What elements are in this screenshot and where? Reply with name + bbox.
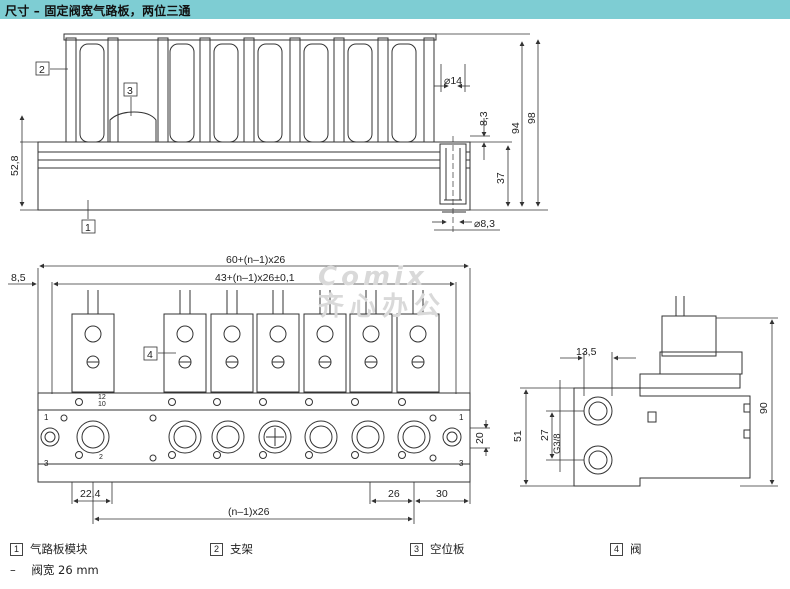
dim-diameter-14: ⌀14 (444, 75, 462, 87)
valve-station (71, 290, 115, 459)
side-view-dimensions (19, 33, 548, 231)
dim-height-98: 98 (526, 112, 538, 124)
dim-pitch-total: (n–1)x26 (228, 506, 270, 518)
valve-row (63, 33, 437, 143)
valve-station (256, 290, 300, 459)
callout-1: 1 (81, 219, 96, 234)
dim-height-52-8: 52,8 (9, 155, 21, 176)
valve-station (210, 290, 254, 459)
footnote: – 阀宽 26 mm (10, 562, 99, 578)
watermark: Comix 齐心办公 (318, 262, 446, 323)
legend-number-box: 4 (610, 542, 623, 556)
legend-label: 气路板模块 (30, 542, 88, 556)
coil-label-10: 10 (98, 401, 106, 408)
title-bar: 尺寸 – 固定阀宽气路板，两位三通 (0, 0, 790, 19)
top-view-dimensions (8, 263, 490, 524)
end-view (573, 296, 751, 487)
dim-height-94: 94 (510, 122, 522, 134)
dim-offset-8-5: 8,5 (11, 272, 26, 284)
valve-station (163, 290, 207, 459)
dim-diameter-8-3: ⌀8,3 (474, 218, 495, 230)
dim-height-27: 27 (539, 429, 551, 441)
legend-item-3: 3 空位板 (410, 541, 465, 557)
watermark-subtitle: 齐心办公 (318, 292, 447, 322)
dim-valve-width-26: 26 (388, 488, 400, 500)
dim-pitch-22-4: 22,4 (80, 488, 101, 500)
manifold-plate-top (37, 392, 471, 483)
dim-port-g3-8: G3/8 (552, 433, 563, 454)
dim-end-30: 30 (436, 488, 448, 500)
dim-overall-length: 60+(n–1)x26 (226, 254, 285, 266)
dim-height-37: 37 (495, 172, 507, 184)
legend-item-2: 2 支架 (210, 541, 253, 557)
port-label-1-right: 1 (459, 413, 464, 422)
legend-number-box: 2 (210, 542, 223, 556)
end-view-dimensions (520, 317, 778, 487)
legend-label: 阀 (630, 542, 642, 556)
valve-station (349, 290, 393, 459)
svg-text:4: 4 (147, 349, 153, 361)
footnote-dash: – (10, 563, 16, 577)
callout-2: 2 (35, 61, 50, 76)
legend-item-1: 1 气路板模块 (10, 541, 88, 557)
valve-station (303, 290, 347, 459)
dim-height-90: 90 (758, 402, 770, 414)
legend-label: 空位板 (430, 542, 465, 556)
watermark-brand: Comix (318, 262, 428, 292)
port-label-3-right: 3 (459, 459, 464, 468)
callout-3: 3 (123, 82, 138, 97)
side-view (37, 33, 471, 232)
svg-text:3: 3 (127, 85, 133, 97)
dim-mount-pitch: 43+(n–1)x26±0,1 (215, 272, 295, 284)
valve-station (396, 290, 440, 459)
port-label-3: 3 (44, 459, 49, 468)
legend-item-4: 4 阀 (610, 541, 642, 557)
svg-text:2: 2 (39, 64, 45, 76)
dim-height-8-3: 8,3 (478, 111, 490, 126)
end-view-body (573, 387, 751, 487)
coil-label-12: 12 (98, 394, 106, 401)
legend-label: 支架 (230, 542, 253, 556)
top-view (37, 290, 471, 483)
dim-spacing-20: 20 (474, 432, 486, 444)
legend-number-box: 3 (410, 542, 423, 556)
dim-width-13-5: 13,5 (576, 346, 597, 358)
legend-number-box: 1 (10, 542, 23, 556)
footnote-text: 阀宽 26 mm (31, 563, 99, 577)
port-label-1: 1 (44, 413, 49, 422)
dim-height-51: 51 (512, 430, 524, 442)
valve-stations (71, 290, 440, 459)
page-title: 尺寸 – 固定阀宽气路板，两位三通 (5, 4, 191, 18)
callout-4: 4 (143, 346, 158, 361)
svg-text:1: 1 (85, 222, 91, 234)
coil-label-2: 2 (99, 454, 103, 461)
blank-plate (109, 111, 157, 142)
